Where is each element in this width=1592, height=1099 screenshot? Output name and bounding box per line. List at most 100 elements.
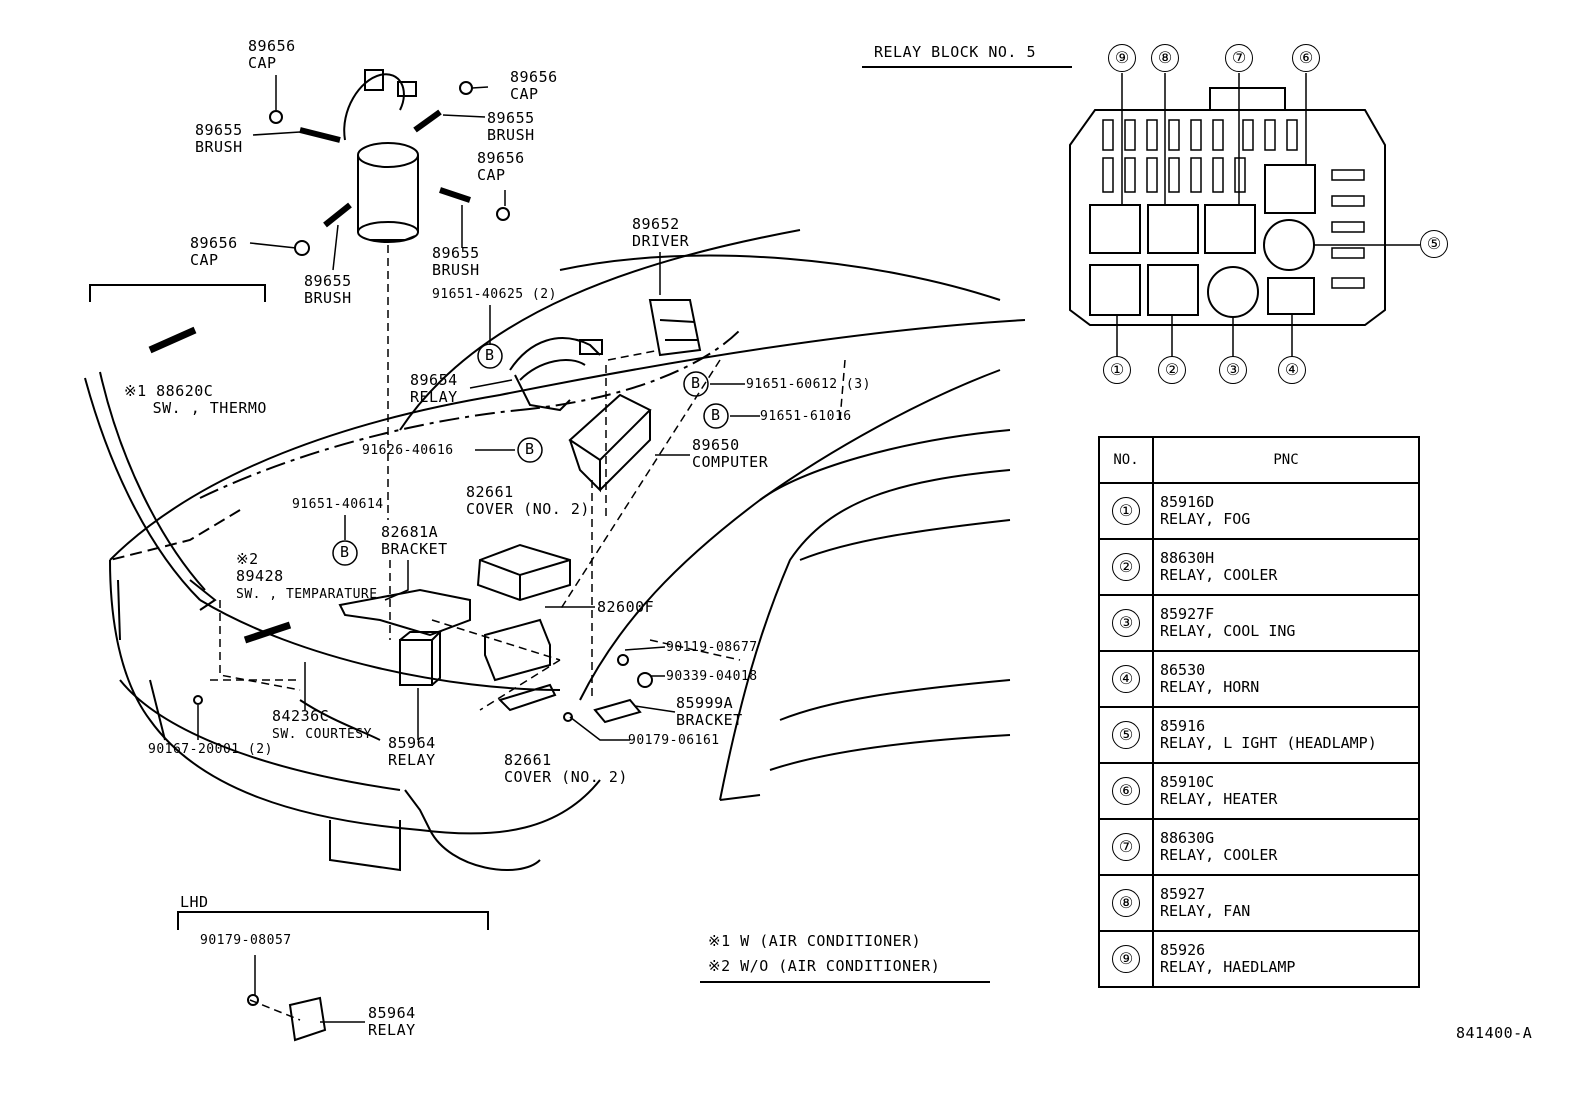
bolt-60612-label: 91651-60612 (3) [746, 377, 871, 392]
brush-parts [299, 109, 471, 228]
row-pnc: 85916 [1160, 717, 1206, 735]
clip-06161-label: 90179-06161 [628, 733, 720, 748]
row-pnc: 85927F [1160, 605, 1215, 623]
car-body-outline [109, 229, 1026, 872]
callout-6: ⑥ [1292, 44, 1320, 72]
row-number: ④ [1112, 665, 1140, 693]
row-pnc: 85910C [1160, 773, 1215, 791]
row-part-name: RELAY, HAEDLAMP [1160, 958, 1296, 976]
col-pnc-header: PNC [1152, 436, 1420, 484]
col-no-header: NO. [1098, 436, 1154, 484]
bracket-82681-part [338, 588, 471, 637]
relay-block-title: RELAY BLOCK NO. 5 [874, 43, 1037, 61]
figure-id: 841400-A [1456, 1024, 1533, 1042]
thermo-frame [89, 284, 266, 302]
row-part-name: RELAY, L IGHT (HEADLAMP) [1160, 734, 1377, 752]
bolt-61016-label: 91651-61016 [760, 409, 852, 424]
clip-82600-label: 82600F [597, 598, 655, 616]
callout-5: ⑤ [1420, 230, 1448, 258]
note-without-ac: ※2 W/O (AIR CONDITIONER) [708, 957, 941, 975]
row-part-name: RELAY, HEATER [1160, 790, 1278, 808]
cover-top-part [476, 543, 571, 602]
screw-08677-label: 90119-08677 [666, 640, 758, 655]
lhd-frame [177, 911, 489, 930]
bolt-40614-label: 91651-40614 [292, 497, 384, 512]
callout-4: ④ [1278, 356, 1306, 384]
note-with-ac: ※1 W (AIR CONDITIONER) [708, 932, 922, 950]
cap-parts [269, 81, 510, 256]
screw-20001-label: 90167-20001 (2) [148, 742, 273, 757]
thermo-part [148, 326, 197, 354]
lhd-title: LHD [180, 893, 209, 911]
row-part-name: RELAY, HORN [1160, 678, 1260, 696]
bracket-85999-part [498, 683, 642, 724]
motor-assembly [343, 69, 419, 243]
dashed-connections [210, 245, 846, 1021]
row-pnc: 85916D [1160, 493, 1215, 511]
callout-3: ③ [1219, 356, 1247, 384]
lhd-relay-part [247, 994, 327, 1042]
leader-lines [197, 75, 760, 1023]
lhd-clip-label: 90179-08057 [200, 933, 292, 948]
callout-7: ⑦ [1225, 44, 1253, 72]
b-markers [332, 343, 729, 566]
relay-89654-part [509, 337, 603, 412]
callout-8: ⑧ [1151, 44, 1179, 72]
b-marker: B [485, 346, 495, 364]
row-number: ⑤ [1112, 721, 1140, 749]
b-marker: B [691, 374, 701, 392]
relay-block-diagram [1069, 73, 1420, 357]
computer-part [568, 393, 652, 493]
row-part-name: RELAY, COOLER [1160, 846, 1278, 864]
thermo-switch-label: ※1 88620C SW. , THERMO [124, 382, 267, 417]
nut-04018-label: 90339-04018 [666, 669, 758, 684]
bolt-40625-label: 91651-40625 (2) [432, 287, 557, 302]
relay-85964-part [399, 631, 443, 686]
screws [193, 654, 653, 722]
row-number: ⑦ [1112, 833, 1140, 861]
row-pnc: 88630G [1160, 829, 1215, 847]
bolt-40616-label: 91626-40616 [362, 443, 454, 458]
driver-part [648, 299, 702, 357]
callout-9: ⑨ [1108, 44, 1136, 72]
cover-bottom-part [484, 618, 551, 682]
b-marker: B [711, 406, 721, 424]
thermo-arrow [84, 371, 217, 611]
temp-sw-part [243, 621, 292, 644]
row-number: ⑧ [1112, 889, 1140, 917]
row-pnc: 86530 [1160, 661, 1206, 679]
row-number: ② [1112, 553, 1140, 581]
row-number: ① [1112, 497, 1140, 525]
row-number: ⑥ [1112, 777, 1140, 805]
row-part-name: RELAY, FAN [1160, 902, 1251, 920]
b-marker: B [525, 440, 535, 458]
b-marker: B [340, 543, 350, 561]
row-part-name: RELAY, COOLER [1160, 566, 1278, 584]
